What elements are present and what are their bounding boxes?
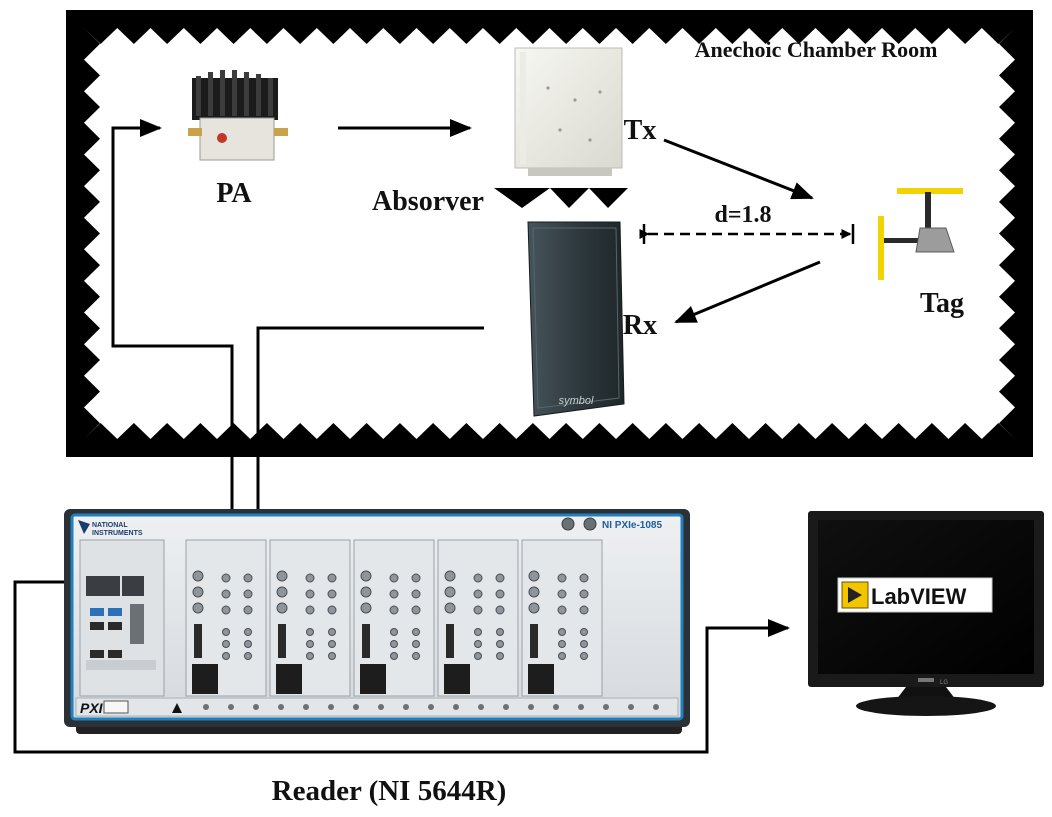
tag-horizontal-dipole <box>897 188 963 194</box>
power-button <box>561 517 575 531</box>
module-slot <box>353 539 435 697</box>
absorber: Absorver <box>372 186 628 217</box>
monitor-brand-mark <box>918 678 934 682</box>
monitor-brand: LG <box>940 680 948 686</box>
cable-reader-to-monitor <box>13 580 790 754</box>
screw <box>603 704 609 710</box>
module-slot <box>269 539 351 697</box>
reader-label: Reader (NI 5644R) <box>272 775 507 807</box>
tag-label: Tag <box>920 288 964 319</box>
power-amplifier: PA <box>188 70 288 209</box>
tx-label: Tx <box>624 115 657 146</box>
screw <box>328 704 334 710</box>
screw <box>378 704 384 710</box>
rx-label: Rx <box>623 310 657 341</box>
tx-antenna: Tx <box>514 47 657 176</box>
screw <box>478 704 484 710</box>
screw <box>253 704 259 710</box>
absorber-triangles <box>494 188 628 208</box>
tag-vertical-dipole <box>878 216 884 280</box>
arrow-tx-to-tag <box>663 138 814 200</box>
distance-label: d=1.8 <box>714 202 771 228</box>
tag-mount-horizontal <box>884 238 922 243</box>
arrow-tag-to-rx <box>674 260 821 324</box>
labview-text: LabVIEW <box>871 584 967 609</box>
distance-marker: d=1.8 <box>639 202 855 244</box>
warning-icon <box>172 703 182 713</box>
tag-mount-base <box>915 227 955 253</box>
screw <box>278 704 284 710</box>
pa-status-led <box>217 133 227 143</box>
screw <box>403 704 409 710</box>
bottom-screws <box>203 704 659 710</box>
room-label: Anechoic Chamber Room <box>695 37 938 62</box>
screw <box>653 704 659 710</box>
power-indicator <box>583 517 597 531</box>
display-window <box>103 700 129 714</box>
pxi-chassis: NATIONAL INSTRUMENTS NI PXIe-1085 PXI <box>64 509 690 734</box>
module-slot <box>521 539 603 697</box>
pa-output-connector <box>274 128 288 136</box>
pa-input-connector <box>188 128 202 136</box>
pa-body <box>199 117 275 161</box>
controller-module <box>79 539 165 697</box>
chassis-model: NI PXIe-1085 <box>602 520 662 531</box>
screw <box>303 704 309 710</box>
rx-panel <box>527 221 625 417</box>
absorber-label: Absorver <box>372 186 484 217</box>
monitor-base <box>856 696 996 716</box>
tx-panel <box>514 47 623 169</box>
labview-icon <box>841 581 869 609</box>
screw <box>453 704 459 710</box>
screw <box>553 704 559 710</box>
screw <box>428 704 434 710</box>
screw <box>203 704 209 710</box>
screw <box>503 704 509 710</box>
screw <box>353 704 359 710</box>
bottom-strip <box>75 697 679 717</box>
cable-reader-to-pa <box>111 119 234 572</box>
screw <box>528 704 534 710</box>
pxi-brand: PXI <box>80 700 104 716</box>
tag-mount-vertical <box>925 192 931 232</box>
rx-antenna: symbol Rx <box>527 221 657 417</box>
maker-line-2: INSTRUMENTS <box>92 530 143 537</box>
screw <box>228 704 234 710</box>
module-slots <box>185 539 603 697</box>
heatsink <box>192 70 278 120</box>
rx-brand-text: symbol <box>559 395 594 407</box>
module-slot <box>437 539 519 697</box>
monitor: LG LabVIEW <box>808 511 1044 716</box>
module-slot <box>185 539 267 697</box>
pa-label: PA <box>216 178 252 209</box>
ni-eagle-icon <box>78 520 90 534</box>
cable-rx-to-reader <box>249 326 484 570</box>
screw <box>578 704 584 710</box>
tag: Tag <box>878 188 964 319</box>
maker-line-1: NATIONAL <box>92 522 128 529</box>
screw <box>628 704 634 710</box>
labview-logo: LabVIEW <box>837 577 993 613</box>
